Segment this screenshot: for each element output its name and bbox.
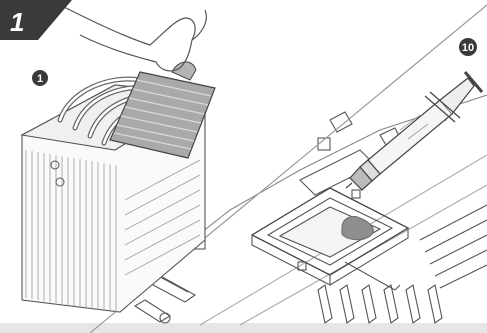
callout-thermal-paste: 10 [459,38,477,56]
step-badge: 1 [0,0,72,40]
bottom-band [0,323,487,333]
callout-thermal-paste-number: 10 [462,42,474,54]
callout-cooler-number: 1 [37,73,43,85]
thermal-paste-drop [342,216,373,239]
cooler-panel [22,5,215,312]
step-number: 1 [10,7,24,37]
callout-cooler: 1 [32,70,48,86]
hand [60,5,206,71]
cpu-socket [252,188,408,290]
thermal-paste-syringe [346,72,482,190]
